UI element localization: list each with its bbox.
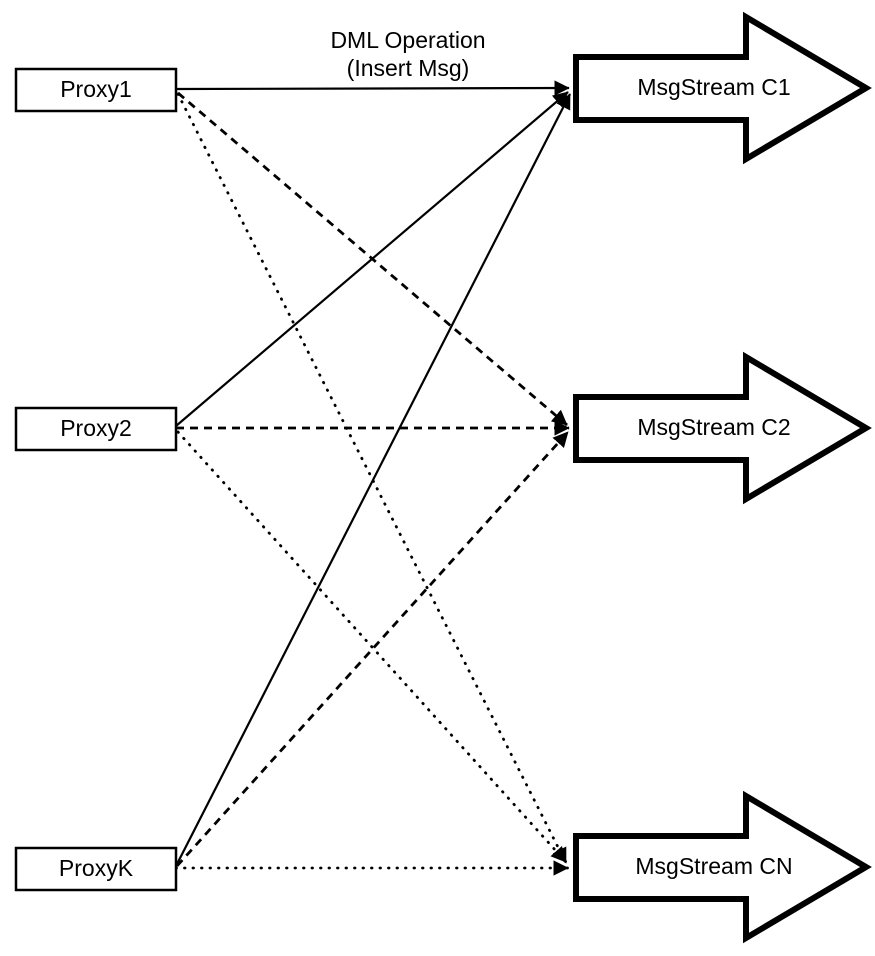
- msgstream-c1-arrow-shape[interactable]: [573, 11, 872, 165]
- edge-proxy1-to-cn: [176, 92, 568, 865]
- stream-node-cn[interactable]: MsgStream CN: [573, 790, 872, 944]
- msgstream-c2-arrow-shape[interactable]: [573, 351, 872, 505]
- msgstream-cn-arrow-shape[interactable]: [573, 790, 872, 944]
- annotation-line-2: (Insert Msg): [347, 55, 470, 81]
- edge-group-proxy1: [175, 80, 570, 865]
- msgstream-c1-label: MsgStream C1: [637, 74, 790, 100]
- proxyk-box[interactable]: [14, 846, 178, 892]
- proxy-node-proxy1[interactable]: Proxy1: [14, 67, 178, 113]
- proxy-node-proxy2[interactable]: Proxy2: [14, 406, 178, 452]
- proxyk-label: ProxyK: [59, 855, 134, 881]
- proxy1-label: Proxy1: [60, 76, 132, 102]
- msgstream-cn-label: MsgStream CN: [635, 853, 792, 879]
- msgstream-c2-label: MsgStream C2: [637, 414, 790, 440]
- proxy2-box[interactable]: [14, 406, 178, 452]
- proxy-node-proxyk[interactable]: ProxyK: [14, 846, 178, 892]
- edge-proxyk-to-c2: [175, 431, 570, 867]
- edge-group-proxyk: [174, 93, 571, 876]
- edge-proxyk-to-c1: [175, 93, 571, 867]
- annotation-dml-operation: DML Operation (Insert Msg): [330, 27, 485, 81]
- proxy1-box[interactable]: [14, 67, 178, 113]
- stream-node-c1[interactable]: MsgStream C1: [573, 11, 872, 165]
- proxy2-label: Proxy2: [60, 415, 132, 441]
- edge-proxy2-to-cn: [176, 430, 568, 864]
- annotation-line-1: DML Operation: [330, 27, 485, 53]
- edge-group-proxy2: [175, 91, 570, 864]
- edge-proxy2-to-c1: [175, 91, 569, 427]
- edge-proxy1-to-c1: [175, 80, 570, 96]
- stream-node-c2[interactable]: MsgStream C2: [573, 351, 872, 505]
